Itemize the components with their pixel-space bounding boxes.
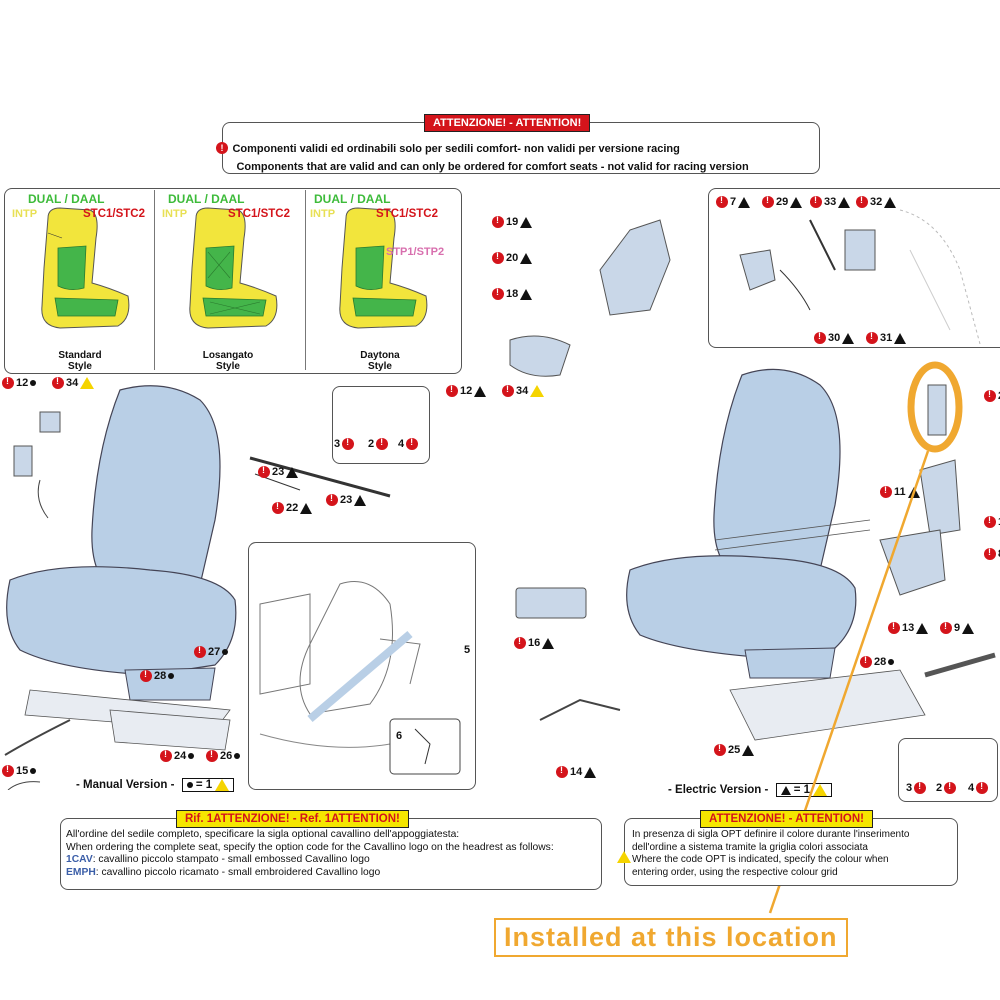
callout-4: 4 — [968, 781, 989, 794]
standard-seat-drawing — [41, 207, 130, 329]
callout-34: 34 — [52, 376, 95, 389]
ref-note-body: All'ordine del sedile completo, specific… — [66, 829, 554, 879]
right-note-box — [624, 818, 958, 886]
right-note-line: In presenza di sigla OPT definire il col… — [632, 829, 910, 840]
right-note-line: Where the code OPT is indicated, specify… — [632, 854, 889, 866]
electric-seat-illustration — [509, 219, 996, 741]
attention-top-line-en: Components that are valid and can only b… — [236, 161, 749, 173]
callout-5: 5 — [464, 644, 471, 656]
callout-31: 31 — [866, 331, 907, 344]
installed-location-label: Installed at this location — [494, 918, 848, 957]
attention-top-text: ! Componenti validi ed ordinabili solo p… — [216, 139, 749, 175]
tag-dual: DUAL / DAAL — [314, 192, 391, 206]
tag-dual: DUAL / DAAL — [28, 192, 105, 206]
right-note-line: dell'ordine a sistema tramite la griglia… — [632, 841, 868, 853]
callout-24: 24 — [160, 749, 195, 762]
tag-intp: INTP — [162, 208, 188, 220]
upper-right-parts-illustration — [739, 209, 981, 344]
callout-23: 23 — [326, 493, 367, 506]
callout-32: 32 — [856, 195, 897, 208]
callout-34: 34 — [502, 384, 545, 397]
callout-12: 12 — [446, 384, 487, 397]
tag-stc: STC1/STC2 — [228, 208, 290, 220]
clips-box-left — [332, 386, 430, 464]
callout-28: 28 — [140, 669, 175, 682]
losangato-seat-drawing — [189, 207, 278, 329]
ref-note-line: All'ordine del sedile completo, specific… — [66, 829, 460, 840]
callout-14: 14 — [556, 765, 597, 778]
callout-3: 3 — [906, 781, 927, 794]
tag-stc: STC1/STC2 — [83, 208, 145, 220]
interior-belt-illustration — [259, 581, 461, 775]
warning-triangle-icon — [617, 851, 631, 863]
highlight-ring — [907, 361, 963, 453]
callout-16: 16 — [514, 636, 555, 649]
style-divider — [154, 190, 155, 370]
callout-20: 20 — [492, 251, 533, 264]
callout-30: 30 — [814, 331, 855, 344]
callout-19: 19 — [492, 215, 533, 228]
callout-21: 2 — [984, 389, 1000, 402]
callout-13: 13 — [888, 621, 929, 634]
callout-2: 2 — [936, 781, 957, 794]
callout-9: 9 — [940, 621, 975, 634]
callout-28: 28 — [860, 655, 895, 668]
ref-note-line: When ordering the complete seat, specify… — [66, 841, 554, 853]
tag-stp: STP1/STP2 — [386, 246, 445, 258]
right-note-body: In presenza di sigla OPT definire il col… — [632, 829, 909, 879]
callout-18: 18 — [492, 287, 533, 300]
callout-2: 2 — [368, 437, 389, 450]
right-note-header: ATTENZIONE! - ATTENTION! — [700, 810, 874, 828]
tag-intp: INTP — [310, 208, 336, 220]
highlighted-part — [927, 384, 947, 436]
attention-top-header: ATTENZIONE! - ATTENTION! — [424, 114, 591, 132]
ref-note-option: EMPH: cavallino piccolo ricamato - small… — [66, 866, 381, 878]
manual-seat-illustration — [4, 385, 391, 790]
style-seats-illustration — [41, 207, 428, 329]
manual-seat-cushion — [6, 566, 237, 676]
electric-seat-cushion — [626, 555, 857, 659]
callout-1: 1 — [984, 515, 1000, 528]
callout-7: 7 — [716, 195, 751, 208]
ref-note-header: Rif. 1ATTENZIONE! - Ref. 1ATTENTION! — [176, 810, 409, 828]
tag-dual: DUAL / DAAL — [168, 192, 245, 206]
callout-26: 26 — [206, 749, 241, 762]
right-note-line: entering order, using the respective col… — [632, 866, 838, 878]
callout-23: 23 — [258, 465, 299, 478]
callout-8: 8 — [984, 547, 1000, 560]
warning-icon: ! — [216, 141, 228, 154]
callout-3: 3 — [334, 437, 355, 450]
electric-version-legend: - Electric Version - = 1 — [668, 783, 833, 798]
callout-6: 6 — [396, 730, 403, 742]
daytona-seat-drawing — [339, 207, 428, 329]
callout-15: 15 — [2, 764, 37, 777]
callout-22: 22 — [272, 501, 313, 514]
callout-29: 29 — [762, 195, 803, 208]
callout-12: 12 — [2, 376, 37, 389]
callout-33: 33 — [810, 195, 851, 208]
tag-stc: STC1/STC2 — [376, 208, 438, 220]
attention-top-line-it: Componenti validi ed ordinabili solo per… — [232, 143, 680, 155]
manual-seat-backrest — [91, 385, 221, 597]
manual-version-legend: - Manual Version - = 1 — [76, 778, 235, 793]
tag-intp: INTP — [12, 208, 38, 220]
ref-note-box — [60, 818, 602, 890]
callout-25: 25 — [714, 743, 755, 756]
ref-note-option: 1CAV: cavallino piccolo stampato - small… — [66, 854, 370, 866]
style-divider — [305, 190, 306, 370]
callout-4: 4 — [398, 437, 419, 450]
callout-27: 27 — [194, 645, 229, 658]
